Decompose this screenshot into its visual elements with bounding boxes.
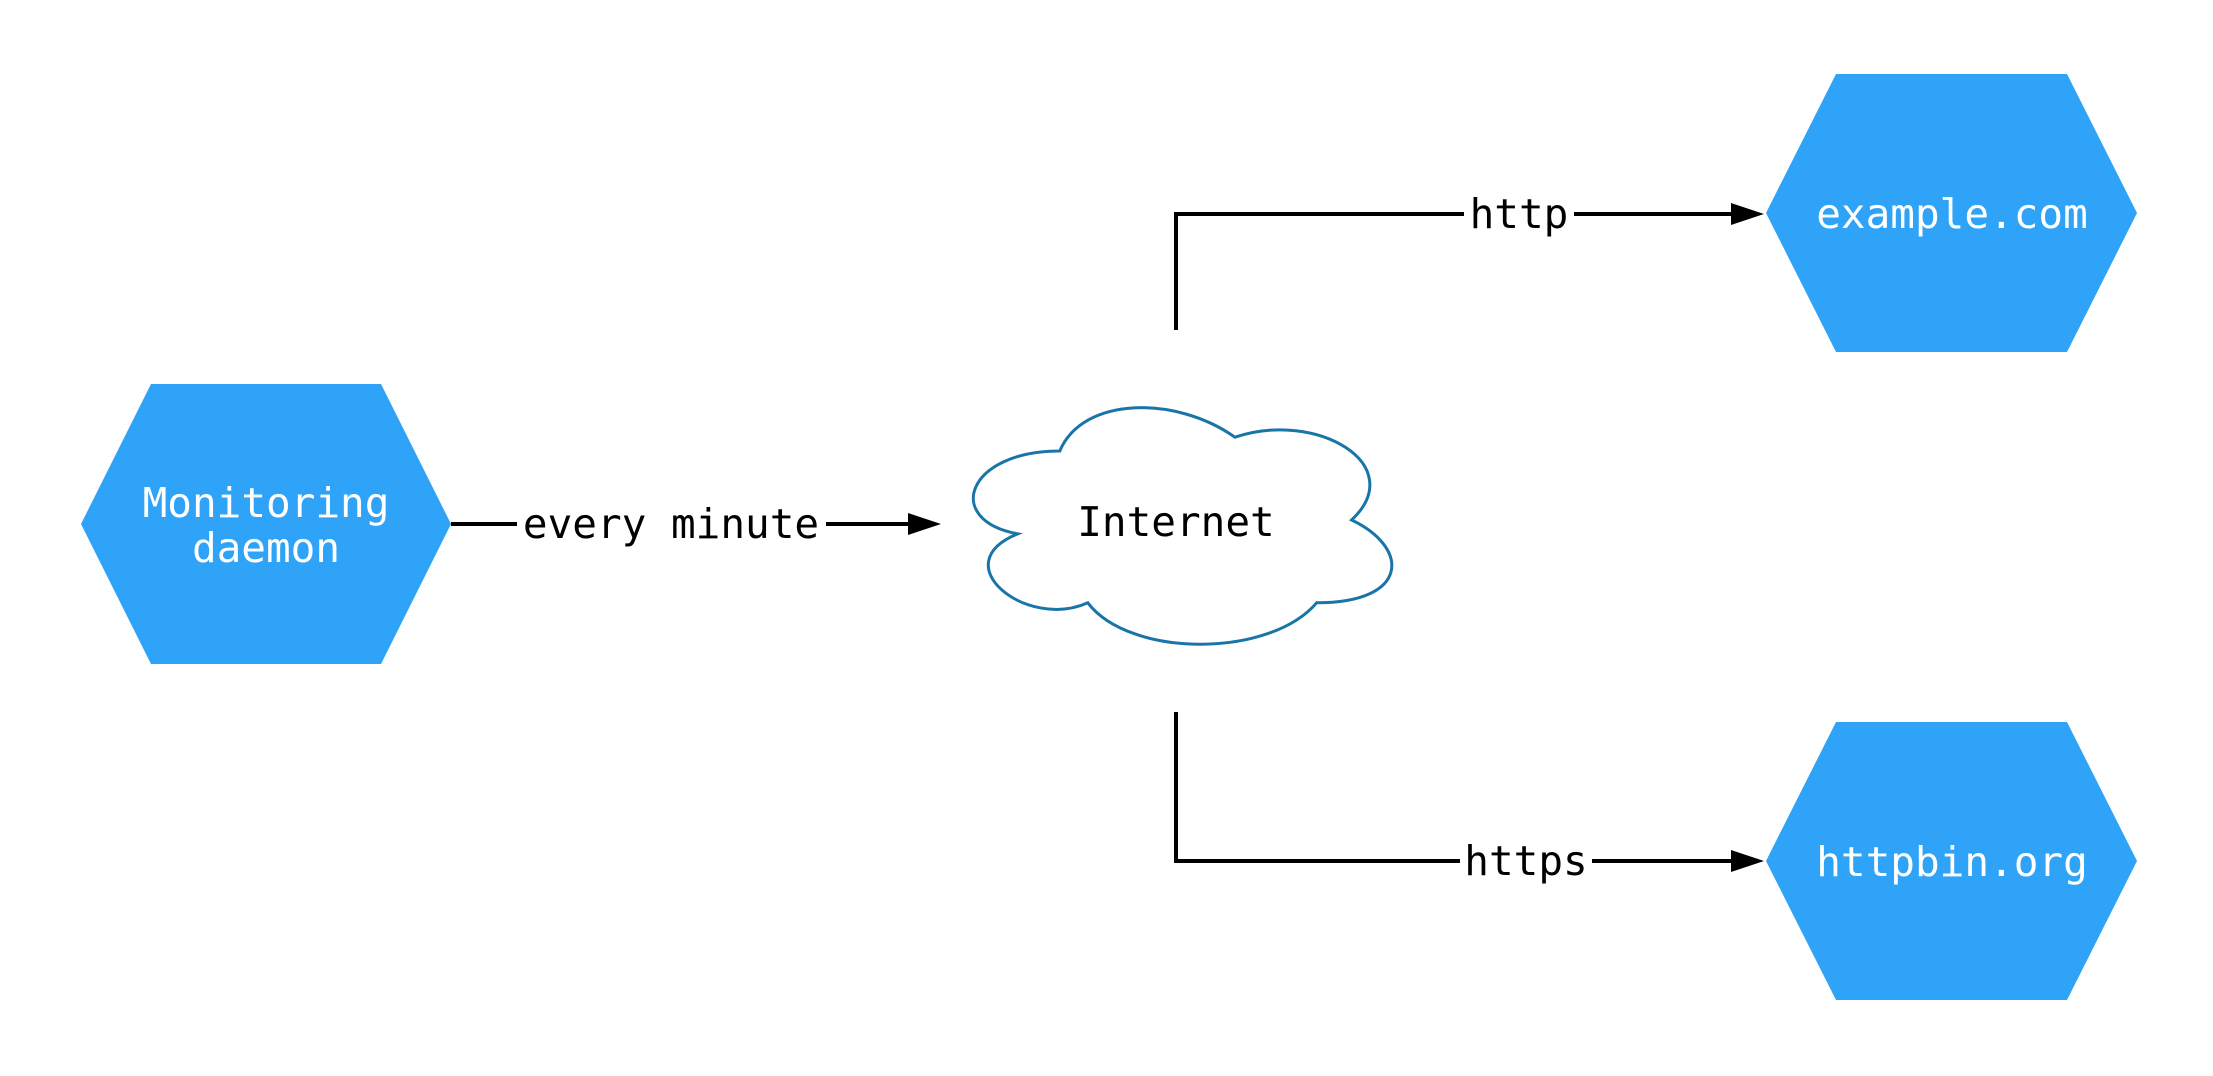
edge-https-arrowhead-icon: [1731, 850, 1764, 872]
edge-every-minute-arrowhead-icon: [908, 513, 941, 535]
example-com-hexagon: [1766, 74, 2137, 352]
edge-https-line: [1174, 712, 1733, 863]
node-example-com: example.com: [1766, 74, 2137, 352]
node-httpbin-org: httpbin.org: [1766, 722, 2137, 1000]
internet-label: Internet: [1077, 498, 1274, 546]
edge-http-arrowhead-icon: [1731, 203, 1764, 225]
example-com-label: example.com: [1816, 190, 2088, 238]
edge-http: http: [1174, 190, 1764, 330]
edge-every-minute-label: every minute: [523, 500, 819, 548]
node-internet: Internet: [972, 406, 1394, 646]
edge-https-label: https: [1464, 837, 1587, 885]
httpbin-org-hexagon: [1766, 722, 2137, 1000]
monitoring-daemon-label-line1: Monitoring: [143, 479, 390, 527]
monitoring-daemon-hexagon: [81, 384, 451, 664]
node-monitoring-daemon: Monitoring daemon: [81, 384, 451, 664]
httpbin-org-label: httpbin.org: [1816, 838, 2088, 886]
internet-cloud: [972, 406, 1394, 646]
edge-https: https: [1174, 712, 1764, 885]
edge-http-line: [1174, 212, 1733, 330]
edge-every-minute: every minute: [451, 500, 941, 548]
edge-http-label: http: [1470, 190, 1569, 238]
monitoring-daemon-label-line2: daemon: [192, 524, 340, 572]
